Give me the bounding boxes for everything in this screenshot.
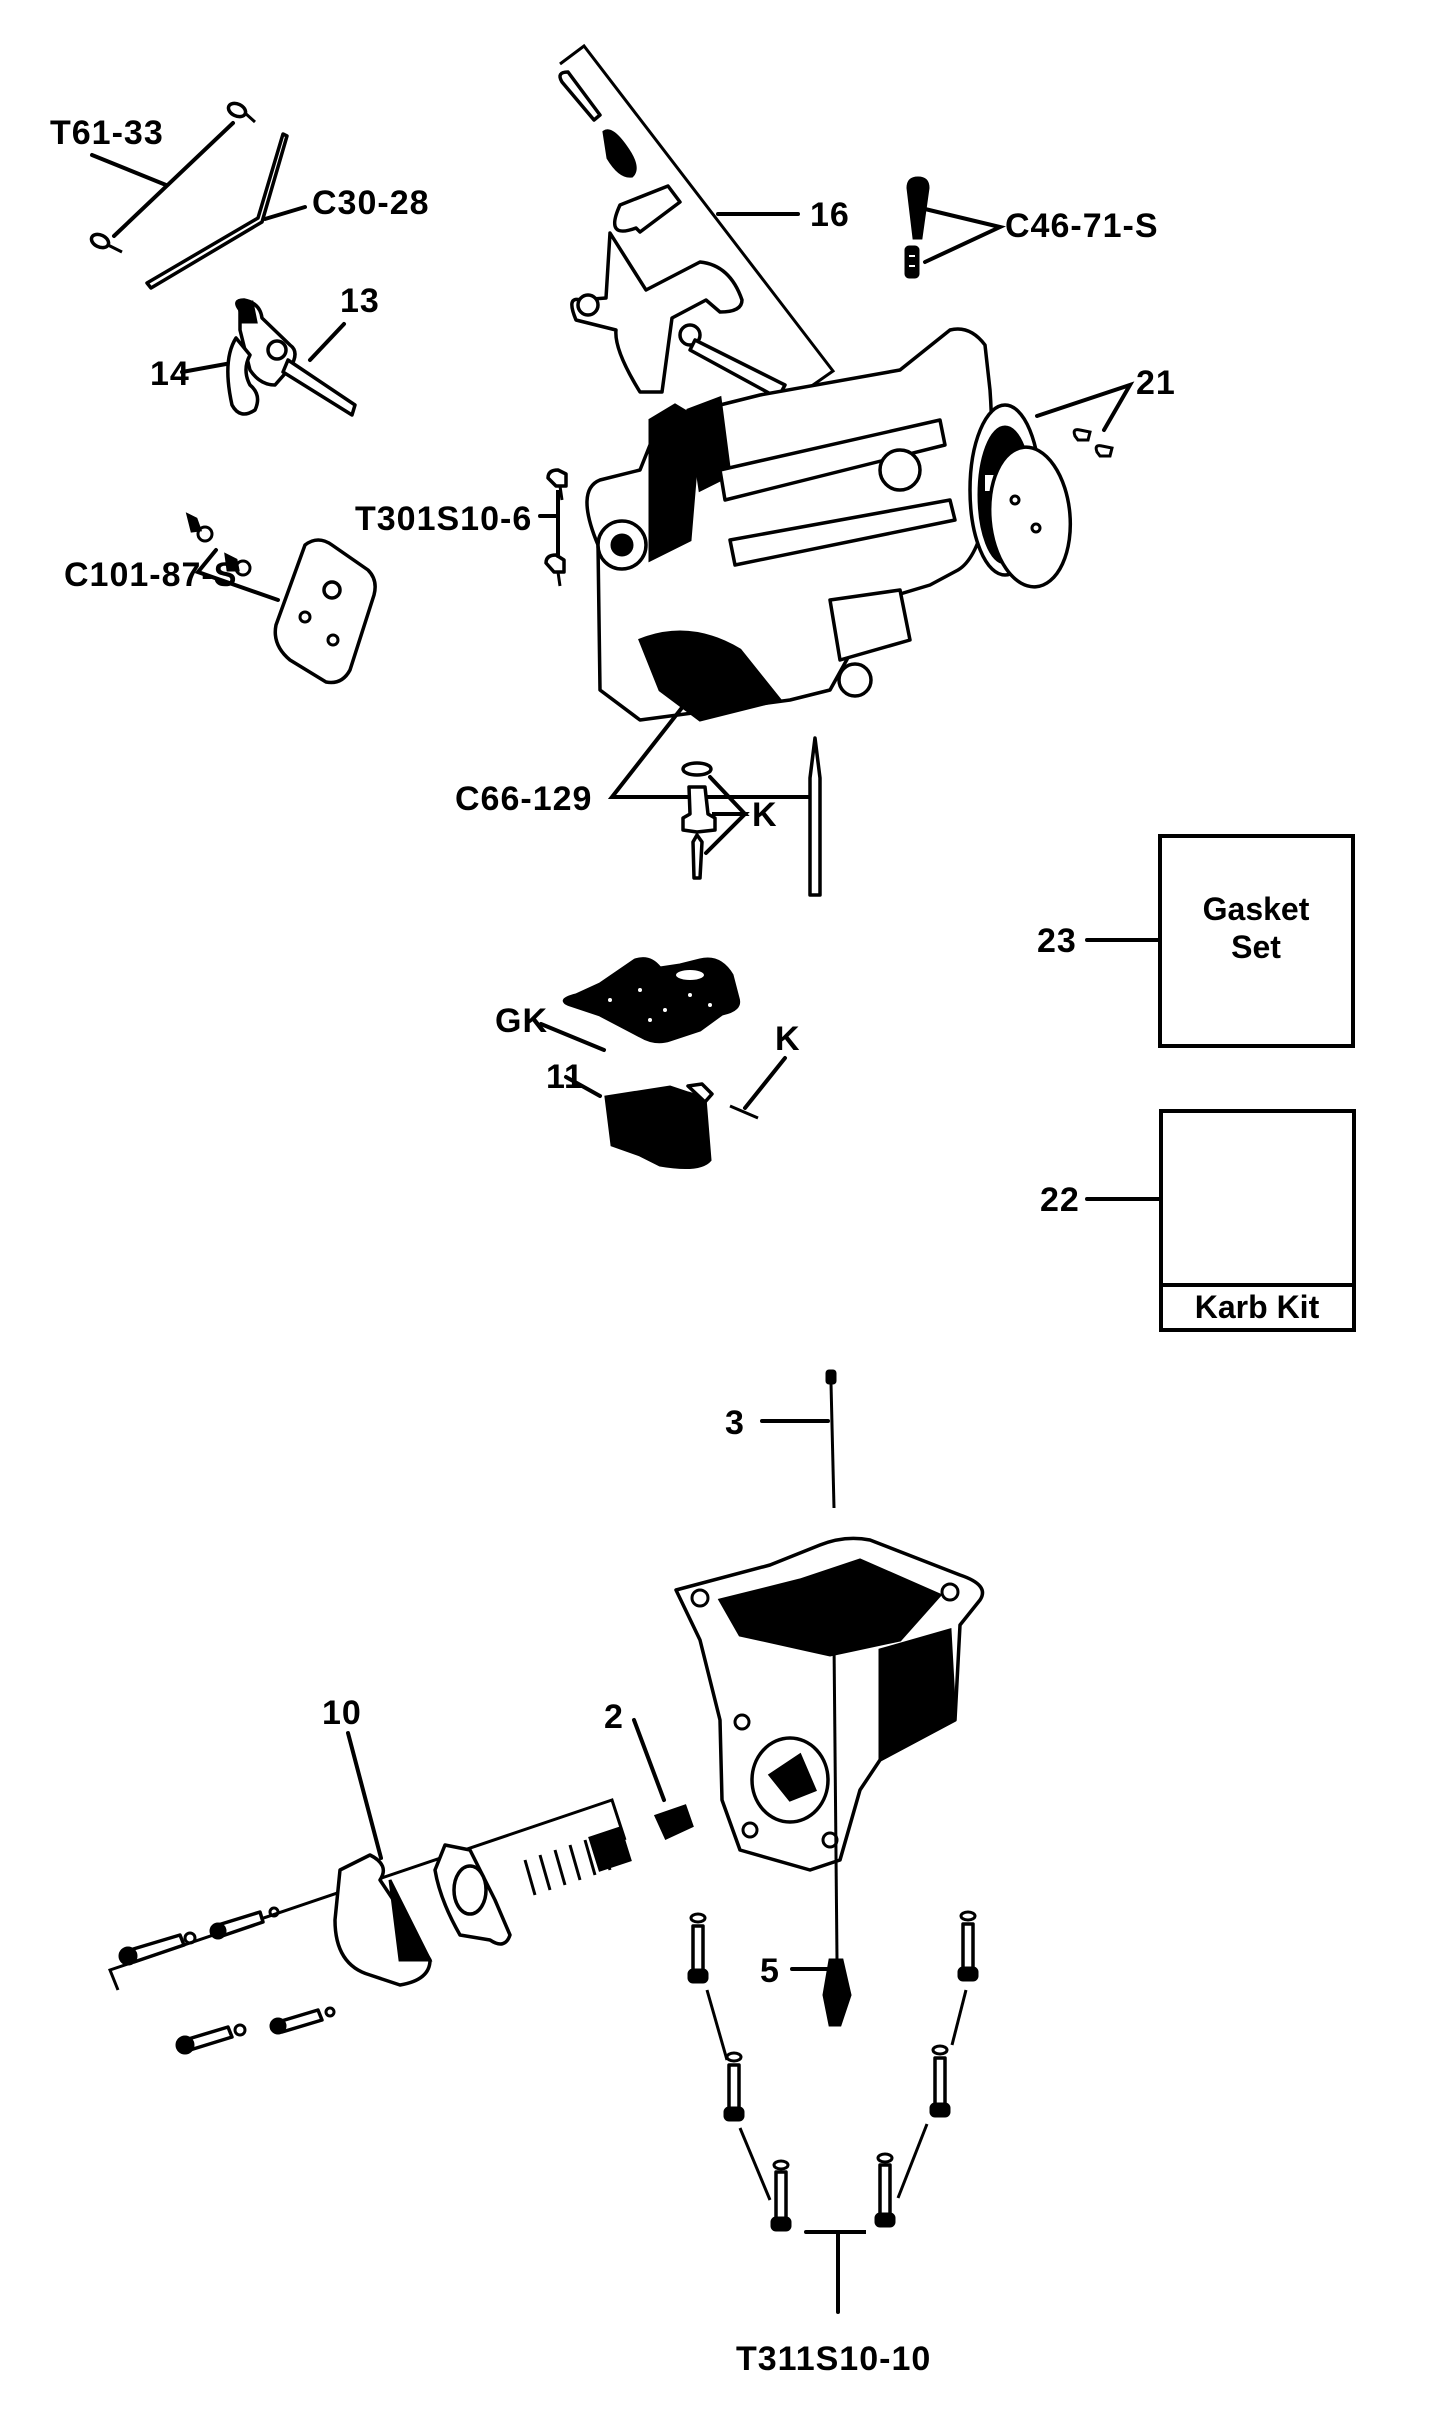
pin-part-k [729, 1104, 759, 1120]
cotter-pin-part [89, 101, 257, 254]
callout-t61-33: T61-33 [50, 114, 164, 152]
karb-kit-label: Karb Kit [1195, 1289, 1320, 1325]
callout-c46-71-s: C46-71-S [1005, 207, 1159, 245]
callout-5: 5 [760, 1952, 780, 1990]
karb-kit-box [1159, 1109, 1356, 1332]
screw-and-spring-part-c46-71-s [904, 176, 930, 279]
callout-t301s10-6: T301S10-6 [355, 500, 532, 538]
callout-k-2: K [775, 1020, 801, 1058]
leader-10 [346, 1731, 383, 1860]
leader-gk [539, 1022, 606, 1052]
leader-k-2 [743, 1056, 787, 1110]
float-bowl-part [674, 1536, 985, 1872]
callout-21: 21 [1136, 364, 1176, 402]
choke-lever-assembly-part [558, 70, 787, 400]
plug-part-2 [653, 1804, 694, 1840]
callout-22: 22 [1040, 1181, 1080, 1219]
callout-2: 2 [604, 1698, 624, 1736]
leader-t61-33-b [90, 153, 168, 187]
gasket-set-line2: Set [1231, 929, 1281, 965]
callout-10: 10 [322, 1694, 362, 1732]
leader-c46-71-s [923, 207, 1007, 264]
gasket-part-gk [562, 957, 741, 1044]
gasket-set-line1: Gasket [1203, 891, 1310, 927]
callout-3: 3 [725, 1404, 745, 1442]
cover-plate-part-c101-87-s [185, 512, 377, 685]
callout-c66-129: C66-129 [455, 780, 592, 818]
callout-t311s10-10: T311S10-10 [736, 2340, 931, 2378]
throttle-plate-part-21 [987, 428, 1114, 589]
callout-13: 13 [340, 282, 380, 320]
idle-needle-part-5 [822, 1641, 852, 2027]
assembly-guide-lines [705, 1989, 968, 2201]
pump-diaphragm-part [433, 1843, 512, 1946]
callout-c30-28: C30-28 [312, 184, 430, 222]
leader-k-1 [704, 775, 750, 855]
bracket-16 [559, 43, 836, 394]
screws-part-t301s10-6 [544, 468, 568, 587]
needle-seat-part-k [681, 761, 717, 880]
leader-c101-87-s [194, 548, 280, 602]
callout-14: 14 [150, 355, 190, 393]
callout-23: 23 [1037, 922, 1077, 960]
pump-screws-part [118, 1906, 336, 2055]
leader-13 [308, 322, 346, 362]
leader-11 [564, 1075, 602, 1098]
callout-k-1: K [752, 796, 778, 834]
leader-c66-129 [607, 698, 819, 799]
throttle-lever-part [226, 298, 357, 417]
leader-c30-28 [263, 205, 307, 221]
callout-gk: GK [495, 1002, 548, 1040]
callout-16: 16 [810, 196, 850, 234]
leader-t301s10-6 [538, 490, 560, 558]
jet-part-3 [825, 1369, 837, 1509]
bowl-screws-part-t311s10-10 [687, 1910, 979, 2232]
rod-part [808, 736, 822, 897]
leader-21 [1035, 381, 1135, 432]
callout-c101-87-s: C101-87-S [64, 556, 237, 594]
leader-t311s10-10 [804, 2230, 866, 2314]
leader-2 [632, 1718, 666, 1802]
pump-housing-part [333, 1853, 433, 1987]
float-part-11 [604, 1082, 714, 1170]
pump-spring-part [523, 1826, 632, 1896]
leader-t61-33 [112, 121, 235, 238]
rod-part-c30-28 [145, 132, 289, 290]
leader-14 [180, 362, 228, 374]
callout-11: 11 [546, 1058, 584, 1096]
